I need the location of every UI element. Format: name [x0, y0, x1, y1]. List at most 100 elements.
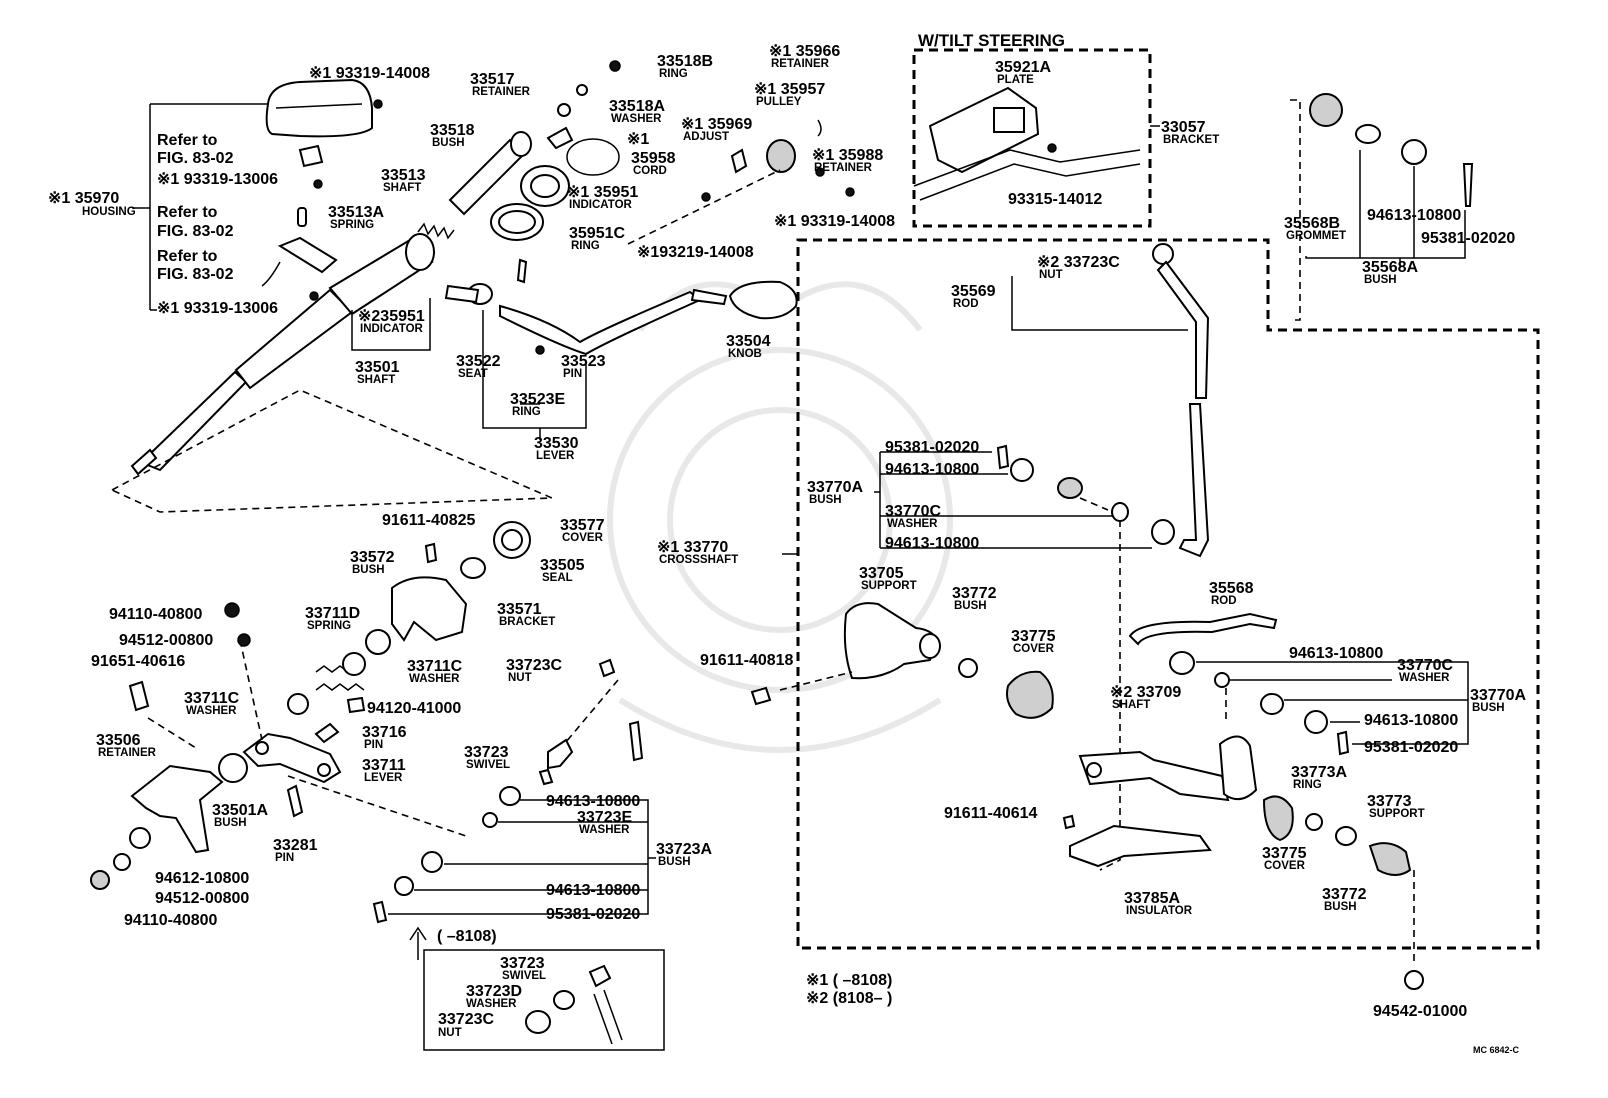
part-name-p-35969: ADJUST	[683, 131, 729, 143]
part-number-p-33709: ※2 33709	[1110, 684, 1181, 701]
label-t-94110-40800-a: 94110-40800	[109, 606, 203, 623]
label-t-94613-10800-a: 94613-10800	[885, 461, 979, 478]
part-name-p-35568A: BUSH	[1364, 274, 1397, 286]
part-name-p-33772-a: BUSH	[954, 600, 987, 612]
part-number-p-33518A: 33518A	[609, 98, 665, 115]
part-number-p-33711C-b: 33711C	[184, 690, 240, 707]
part-number-p-33723E: 33723E	[577, 809, 632, 826]
part-name-p-33770: CROSSSHAFT	[659, 554, 738, 566]
label-t-94613-10800-e: 94613-10800	[546, 793, 640, 810]
part-number-p-33577: 33577	[560, 517, 605, 534]
part-number-p-33711: 33711	[362, 757, 406, 774]
label-t-94110-40800-b: 94110-40800	[124, 912, 218, 929]
steering-column-group	[110, 60, 855, 513]
part-name-p-33513: SHAFT	[383, 182, 421, 194]
part-name-p-33572: BUSH	[352, 564, 385, 576]
part-name-p-33723C-b: NUT	[508, 672, 532, 684]
label-t-94613-10800-d: 94613-10800	[1364, 712, 1458, 729]
part-number-p-33504: 33504	[726, 333, 771, 350]
part-number-p-33522: 33522	[456, 353, 501, 370]
part-number-p-93219-14008: ※193219-14008	[637, 244, 754, 261]
label-t-94512-00800-a: 94512-00800	[119, 632, 213, 649]
label-t-91611-40818: 91611-40818	[700, 652, 794, 669]
part-number-p-35569: 35569	[951, 283, 996, 300]
part-name-p-33281: PIN	[275, 852, 294, 864]
label-t-94512-00800-b: 94512-00800	[155, 890, 249, 907]
part-number-p-93319-14008-a: ※1 93319-14008	[309, 65, 430, 82]
label-t-mc: MC 6842-C	[1473, 1045, 1520, 1055]
label-t-35970n: HOUSING	[82, 206, 136, 218]
part-name-p-35988: RETAINER	[814, 162, 873, 174]
part-number-p-33775-a: 33775	[1011, 628, 1056, 645]
part-number-p-33773: 33773	[1367, 793, 1412, 810]
part-name-p-35966: RETAINER	[771, 58, 830, 70]
label-t-33723D: 33723D	[466, 983, 522, 1000]
part-number-p-33517: 33517	[470, 71, 515, 88]
label-t-95381-02020-c: 95381-02020	[546, 906, 640, 923]
part-number-p-33770C-a: 33770C	[885, 503, 941, 520]
part-name-p-33504: KNOB	[728, 348, 762, 360]
label-t-note1: ※1 ( –8108)	[806, 972, 892, 989]
part-name-p-35951C: RING	[571, 240, 600, 252]
label-t-94613-10800-f: 94613-10800	[546, 882, 640, 899]
part-name-p-33775-b: COVER	[1264, 860, 1306, 872]
part-number-p-35958b: 35958	[631, 150, 676, 167]
part-name-p-35951: INDICATOR	[569, 199, 633, 211]
part-name-p-33773A: RING	[1293, 779, 1322, 791]
part-name-p-33711: LEVER	[364, 772, 403, 784]
part-name-p-33523E: RING	[512, 406, 541, 418]
part-name-p-33513A: SPRING	[330, 219, 374, 231]
part-name-p-33518: BUSH	[432, 137, 465, 149]
part-number-p-33523E: 33523E	[510, 391, 565, 408]
label-t-94612-10800: 94612-10800	[155, 870, 249, 887]
part-number-p-33772-b: 33772	[1322, 886, 1367, 903]
part-name-p-33530: LEVER	[536, 450, 575, 462]
part-number-p-35921A: 35921A	[995, 59, 1051, 76]
part-name-p-33770C-b: WASHER	[1399, 672, 1450, 684]
part-number-p-33530: 33530	[534, 435, 579, 452]
part-name-p-33770C-a: WASHER	[887, 518, 938, 530]
part-name-p-33522: SEAT	[458, 368, 488, 380]
part-number-p-33281: 33281	[273, 837, 318, 854]
part-number-p-35568: 35568	[1209, 580, 1254, 597]
part-name-p-33571: BRACKET	[499, 616, 555, 628]
label-t-91651-40616: 91651-40616	[91, 653, 185, 670]
label-t-refer3a: Refer to	[157, 248, 218, 265]
part-number-p-35568B: 35568B	[1284, 215, 1340, 232]
part-name-p-33785A: INSULATOR	[1126, 905, 1193, 917]
label-t-94542-01000: 94542-01000	[1373, 1003, 1467, 1020]
tilt-steering-box	[912, 48, 1160, 228]
part-name-p-35568B: GROMMET	[1286, 230, 1346, 242]
part-name-p-33501A: BUSH	[214, 817, 247, 829]
part-name-p-33770A-a: BUSH	[809, 494, 842, 506]
part-number-p-35988: ※1 35988	[812, 147, 883, 164]
label-t-94613-10800-g: 94613-10800	[1367, 207, 1461, 224]
part-name-p-33518B: RING	[659, 68, 688, 80]
grommet-group	[1290, 93, 1474, 321]
part-number-p-93319-14008-b: ※1 93319-14008	[774, 213, 895, 230]
part-number-p-33711C-a: 33711C	[407, 658, 463, 675]
part-name-p-33709: SHAFT	[1112, 699, 1150, 711]
label-t-refer2b: FIG. 83-02	[157, 223, 234, 240]
label-t-95381-02020-a: 95381-02020	[885, 439, 979, 456]
label-t-tilt: W/TILT STEERING	[918, 31, 1065, 50]
part-name-p-33523: PIN	[563, 368, 582, 380]
part-name-p-33723A: BUSH	[658, 856, 691, 868]
part-number-p-33705: 33705	[859, 565, 904, 582]
label-t-33723C-sn: NUT	[438, 1027, 462, 1039]
part-name-p-33775-a: COVER	[1013, 643, 1055, 655]
part-number-p-33523: 33523	[561, 353, 606, 370]
part-number-p-35951C: 35951C	[569, 225, 625, 242]
part-name-p-33716: PIN	[364, 739, 383, 751]
label-t-95381-02020-b: 95381-02020	[1364, 739, 1458, 756]
label-t-95381-02020-g: 95381-02020	[1421, 230, 1515, 247]
part-number-p-35969: ※1 35969	[681, 116, 752, 133]
linkage-group	[90, 521, 665, 1051]
part-number-p-33773A: 33773A	[1291, 764, 1347, 781]
part-number-p-93315-14012: 93315-14012	[1008, 191, 1102, 208]
part-name-p-33711D: SPRING	[307, 620, 351, 632]
part-name-p-35568: ROD	[1211, 595, 1237, 607]
part-name-p-33770A-b: BUSH	[1472, 702, 1505, 714]
part-number-p-33770: ※1 33770	[657, 539, 728, 556]
label-t-94120-41000: 94120-41000	[367, 700, 461, 717]
